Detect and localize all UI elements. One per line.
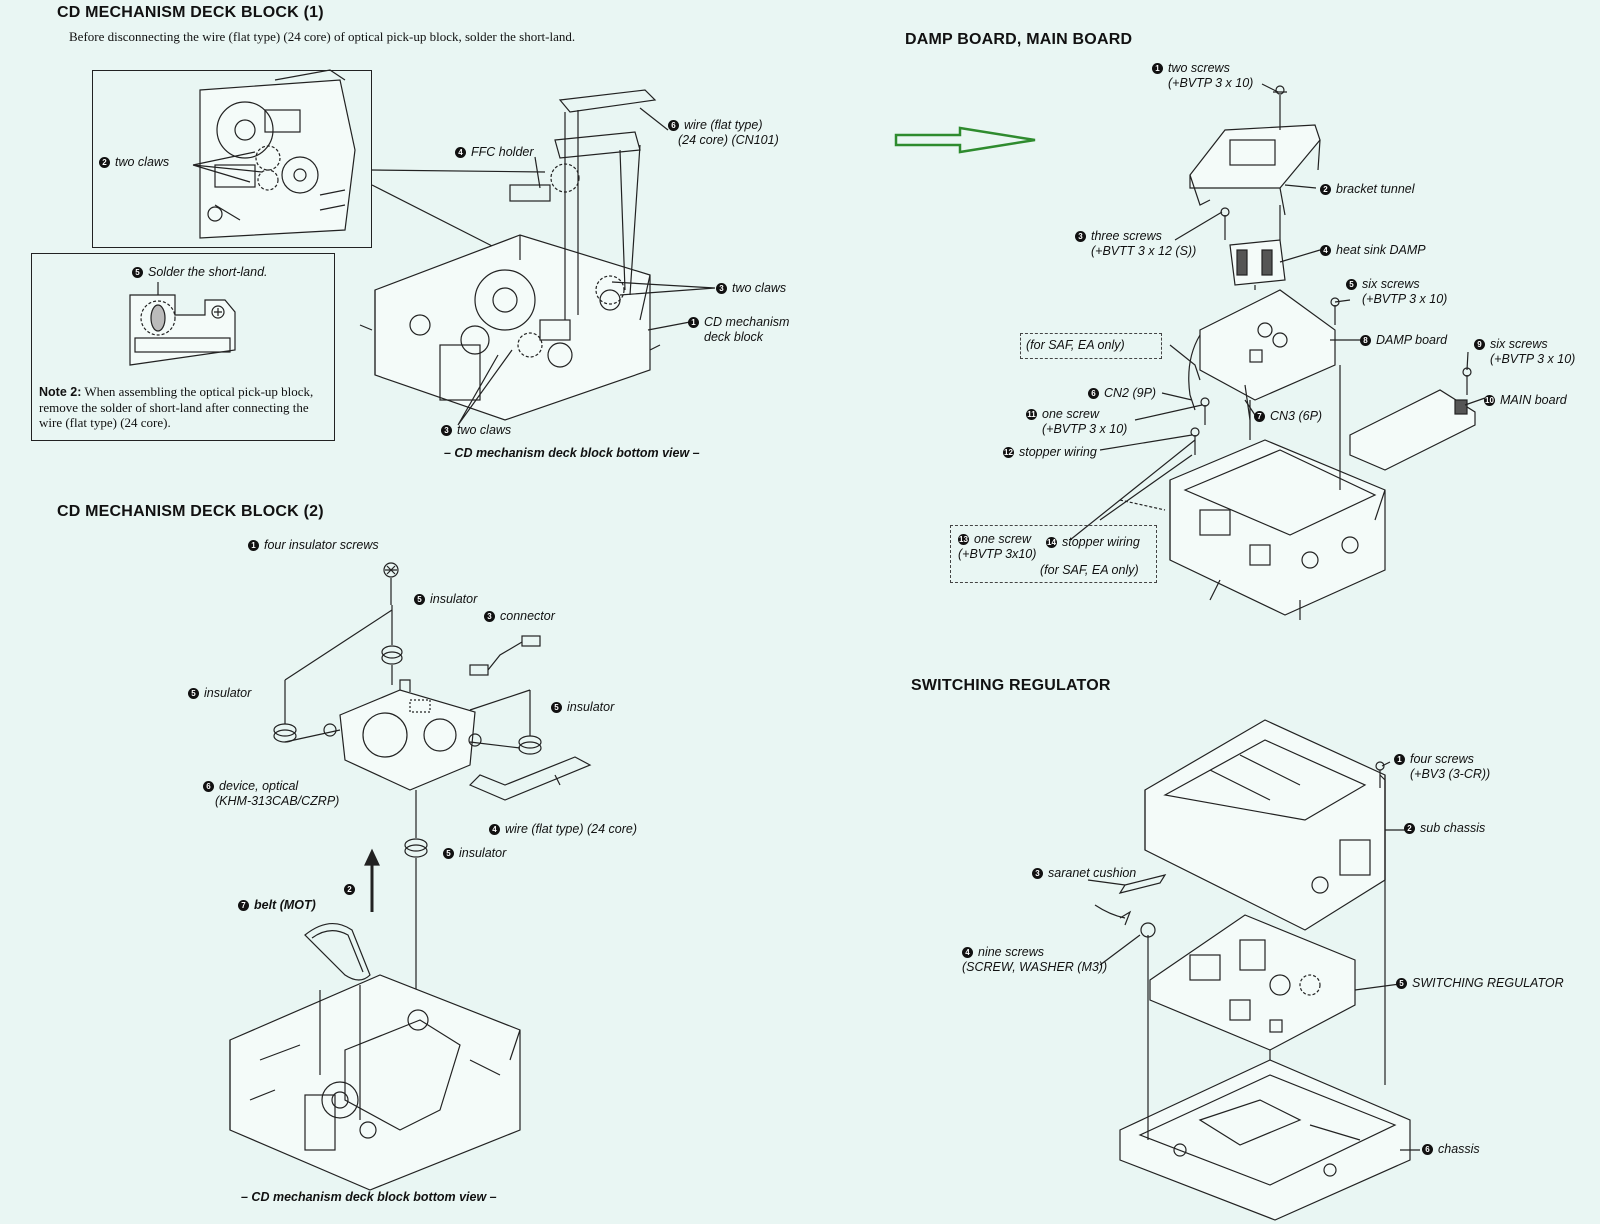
num-badge: 5 [551,702,562,713]
num-badge: 5 [188,688,199,699]
num-badge: 5 [132,267,143,278]
num-badge: 13 [958,534,969,545]
num-badge: 1 [248,540,259,551]
num-badge: 2 [1320,184,1331,195]
num-badge: 2 [344,884,355,895]
direction-arrow [894,126,1036,154]
cd2-caption: – CD mechanism deck block bottom view – [241,1190,497,1204]
num-badge: 4 [489,824,500,835]
num-badge: 2 [99,157,110,168]
num-badge: 3 [441,425,452,436]
label-arrow-step: 2 [344,882,360,897]
num-badge: 5 [1346,279,1357,290]
damp-board-drawing [1169,85,1476,620]
damp-title: DAMP BOARD, MAIN BOARD [905,31,1133,48]
cd-deck-block-1-drawing [359,89,661,421]
num-badge: 6 [203,781,214,792]
num-badge: 1 [1152,63,1163,74]
num-badge: 7 [1254,411,1265,422]
cd1-intro: Before disconnecting the wire (flat type… [69,29,576,44]
short-land-drawing [129,294,236,366]
cd2-title: CD MECHANISM DECK BLOCK (2) [57,503,324,520]
num-badge: 5 [414,594,425,605]
num-badge: 3 [1032,868,1043,879]
num-badge: 3 [484,611,495,622]
label-saf-ea-only-a: (for SAF, EA only) [1026,338,1125,352]
num-badge: 6 [1422,1144,1433,1155]
num-badge: 4 [455,147,466,158]
num-badge: 4 [962,947,973,958]
label-saf-ea-only-b: (for SAF, EA only) [1040,563,1139,577]
cd1-title: CD MECHANISM DECK BLOCK (1) [57,4,324,21]
num-badge: 8 [1360,335,1371,346]
num-badge: 5 [443,848,454,859]
note-2: Note 2: When assembling the optical pick… [39,384,329,430]
num-badge: 10 [1484,395,1495,406]
num-badge: 5 [1396,978,1407,989]
note-box [31,253,335,441]
cd-deck-block-2-drawing [229,562,592,1191]
inset-detail-box [92,70,372,248]
num-badge: 2 [1404,823,1415,834]
num-badge: 6 [668,120,679,131]
num-badge: 6 [1088,388,1099,399]
switching-regulator-drawing [1094,719,1411,1221]
num-badge: 7 [238,900,249,911]
note-text: When assembling the optical pick-up bloc… [39,384,314,430]
num-badge: 4 [1320,245,1331,256]
saf-box-a [1020,333,1162,359]
num-badge: 3 [1075,231,1086,242]
note-label: Note 2: [39,385,82,399]
num-badge: 14 [1046,537,1057,548]
num-badge: 1 [688,317,699,328]
cd1-caption: – CD mechanism deck block bottom view – [444,446,700,460]
sw-title: SWITCHING REGULATOR [911,677,1111,694]
num-badge: 11 [1026,409,1037,420]
num-badge: 9 [1474,339,1485,350]
saf-box-b [950,525,1157,583]
num-badge: 3 [716,283,727,294]
num-badge: 12 [1003,447,1014,458]
num-badge: 1 [1394,754,1405,765]
